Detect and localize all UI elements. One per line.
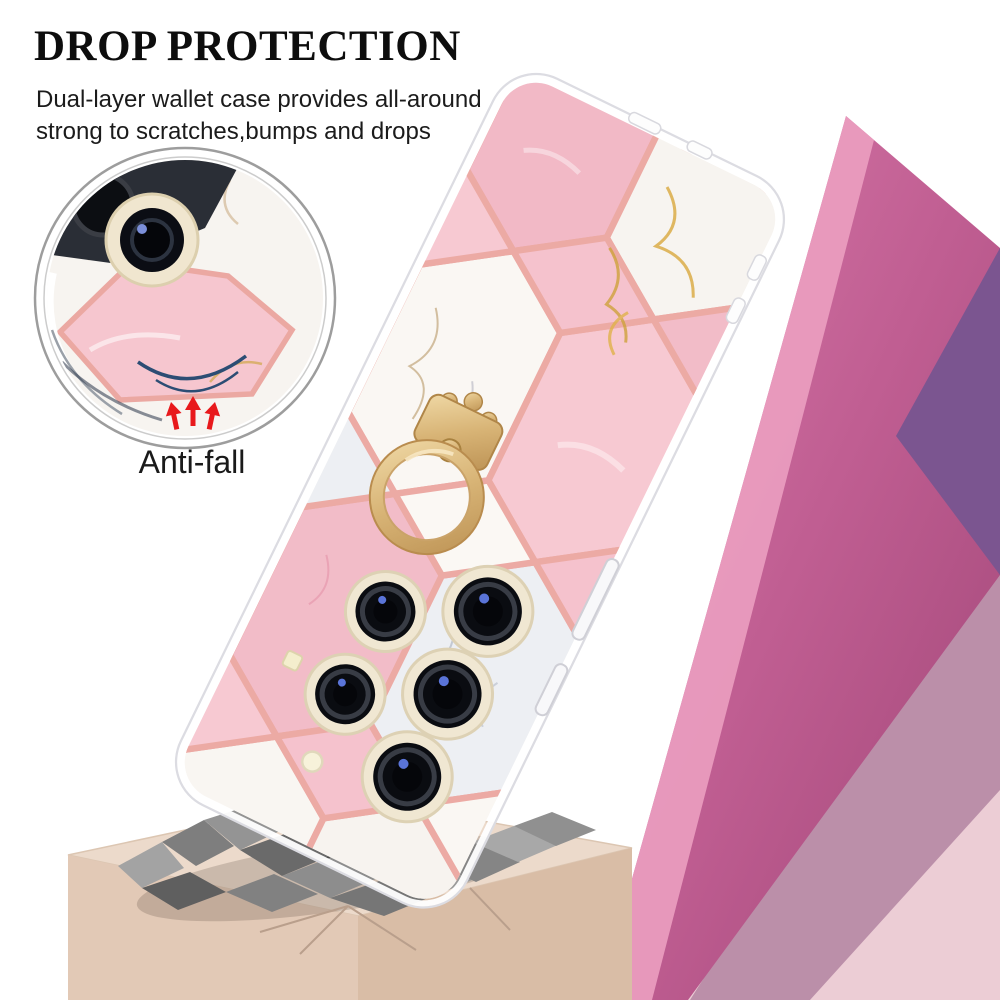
anti-fall-label: Anti-fall [138, 444, 246, 480]
camera-lens-icon [360, 730, 454, 824]
up-arrow-icon [185, 396, 201, 426]
power-button [534, 663, 569, 717]
up-arrow-icon [204, 402, 221, 430]
side-buttons [534, 111, 768, 717]
zoom-detail-circle [33, 146, 337, 450]
camera-lens-icon [441, 564, 535, 658]
ring-holder [368, 392, 504, 556]
flash-icon [301, 750, 324, 773]
description-line-2: strong to scratches,bumps and drops [36, 117, 431, 145]
description-line-1: Dual-layer wallet case provides all-arou… [36, 86, 482, 113]
page-title: DROP PROTECTION [34, 23, 461, 70]
shock-arc-icon [137, 354, 248, 393]
volume-button [571, 558, 620, 641]
port-cutout [627, 111, 662, 135]
up-arrow-icon [165, 402, 182, 430]
description-text: Dual-layer wallet case provides all-arou… [36, 84, 482, 147]
impact-arrows-icon [165, 396, 221, 430]
sensor-icon [281, 650, 304, 672]
background-shapes [540, 116, 1000, 1000]
camera-lens-icon [303, 652, 387, 736]
camera-module [281, 564, 535, 824]
speaker-cutout [686, 140, 713, 160]
camera-lens-icon [343, 570, 427, 654]
camera-lens-icon [401, 647, 495, 741]
